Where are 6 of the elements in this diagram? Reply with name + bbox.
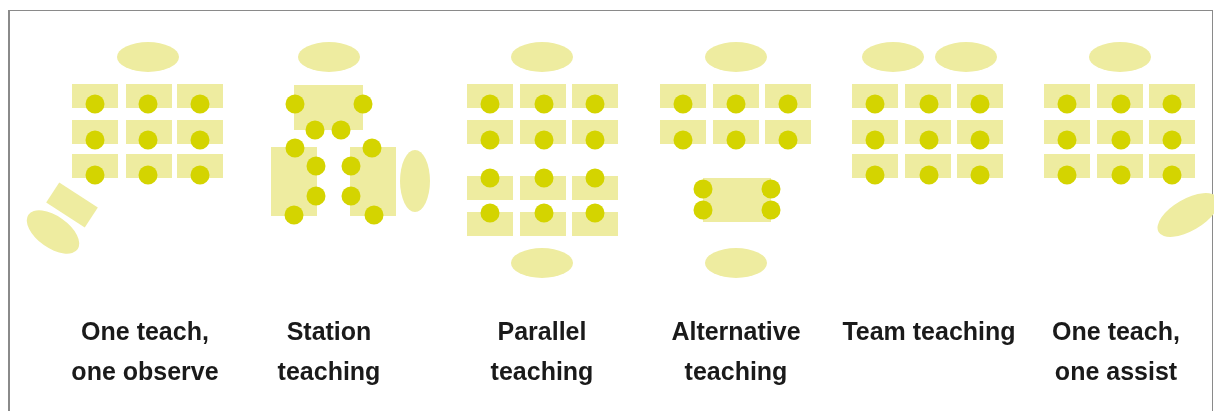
model-caption: One teach, one observe bbox=[70, 316, 220, 387]
model-caption: One teach, one assist bbox=[1051, 316, 1181, 387]
model-caption: Station teaching bbox=[276, 316, 382, 387]
model-caption: Alternative teaching bbox=[670, 316, 802, 387]
model-caption: Parallel teaching bbox=[489, 316, 595, 387]
model-caption: Team teaching bbox=[841, 316, 1017, 347]
